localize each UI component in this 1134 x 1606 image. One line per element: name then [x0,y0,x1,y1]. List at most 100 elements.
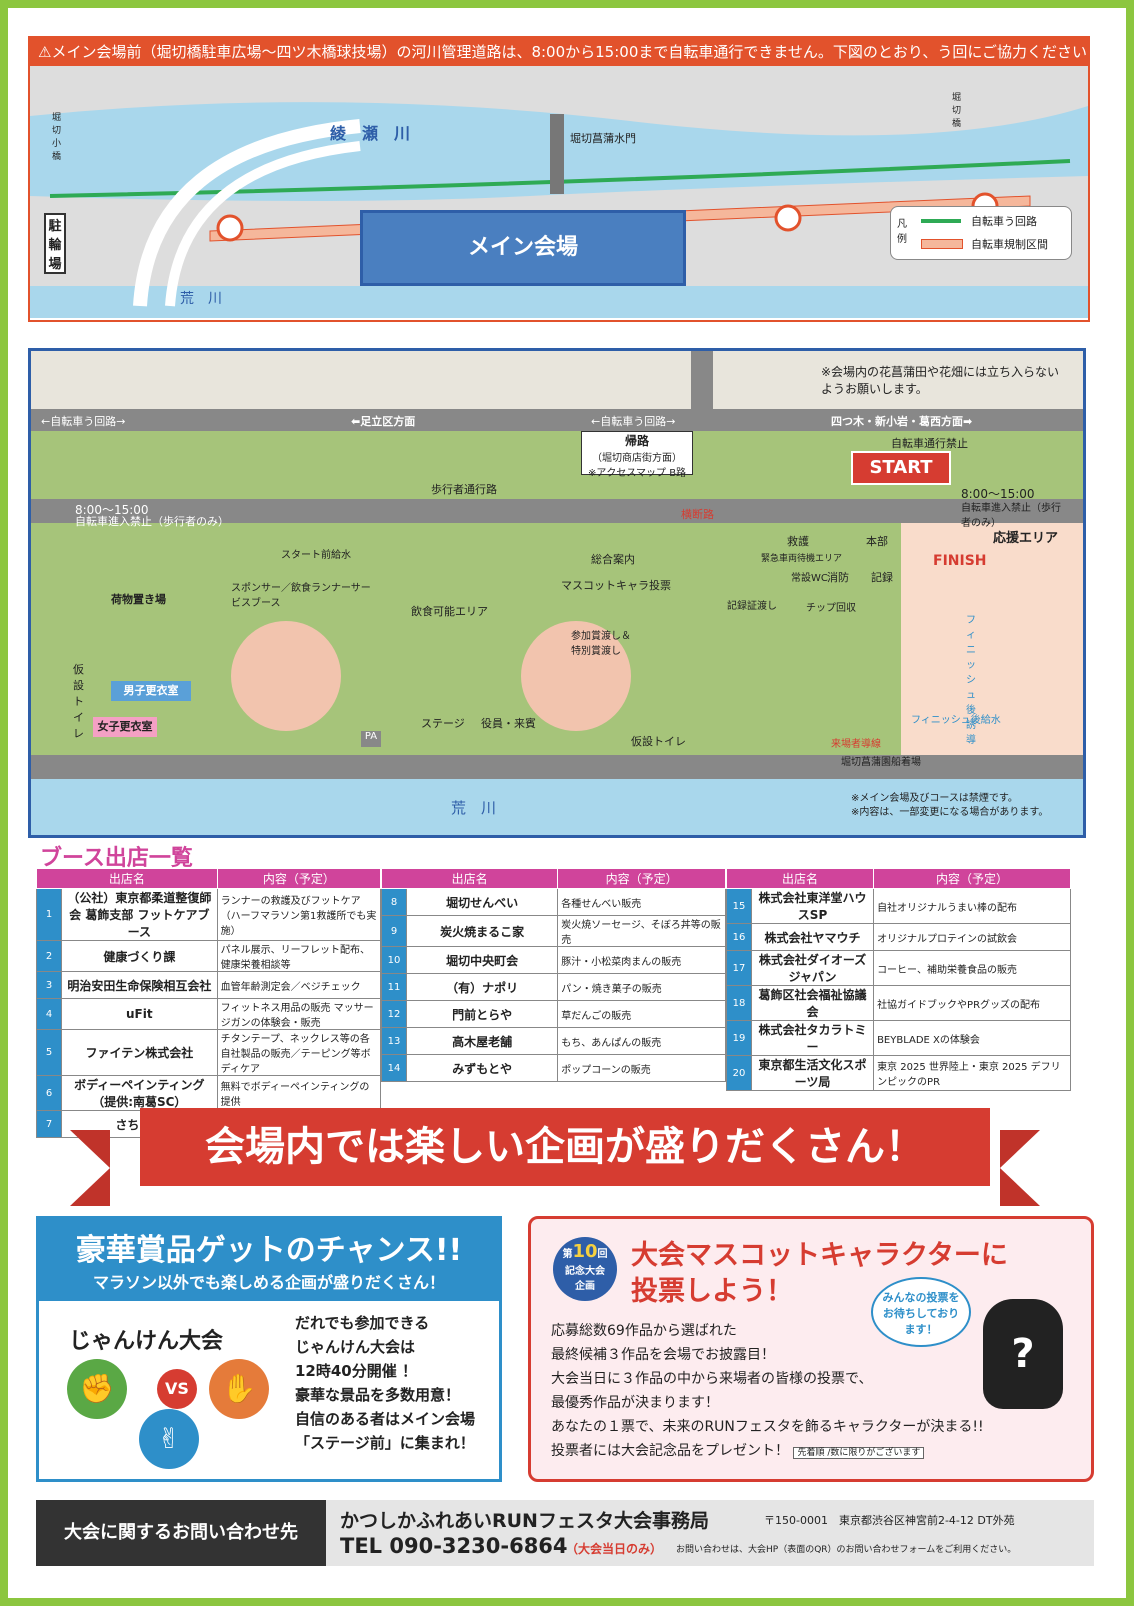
mascot-line: 投票者には大会記念品をプレゼント！ [551,1443,789,1459]
note-bottom-2: ※内容は、一部変更になる場合があります。 [851,807,1049,818]
header-desc: 内容（予定） [873,868,1071,889]
road-top [31,409,1083,431]
gate-label: 堀切菖蒲水門 [570,132,636,145]
food-area-label: 飲食可能エリア [411,605,488,618]
detour-warning-header: ⚠メイン会場前（堀切橋駐車広場～四ツ木橋球技場）の河川管理道路は、8:00から1… [30,38,1088,66]
arakawa-label: 荒 川 [451,799,497,817]
janken-text: だれでも参加できる じゃんけん大会は 12時40分開催 ！ 豪華な景品を多数用意… [295,1311,475,1455]
mascot-text: 応募総数69作品から選ばれた 最終候補３作品を会場でお披露目！ 大会当日に３作品… [551,1319,984,1465]
return-note: ※アクセスマップ B路 [587,468,687,479]
note-top: ※会場内の花菖蒲田や花畑には立ち入らないようお願いします。 [821,365,1060,396]
booth-desc: オリジナルプロテインの試飲会 [873,923,1071,951]
janken-line: じゃんけん大会は [295,1338,416,1356]
booth-name: （有）ナポリ [405,973,559,1001]
booth-desc: フィットネス用品の販売 マッサージガンの体験会・販売 [216,998,382,1030]
janken-line: 自信のある者はメイン会場 [295,1410,476,1428]
award-label: 参加賞渡し＆特別賞渡し [571,631,631,657]
mascot-title-2: 投票しよう！ [631,1276,793,1307]
time-left: 8:00～15:00 [75,503,149,517]
adachi-direction: ⬅足立区方面 [351,415,416,428]
booth-name: （公社）東京都柔道整復師会 葛飾支部 フットケアブース [61,888,218,941]
booth-desc: ランナーの救護及びフットケア（ハーフマラソン第1救護所でも実施） [216,888,382,941]
visitor-route-label: 来場者導線 [831,739,881,750]
speech-bubble: みんなの投票をお待ちしております！ [871,1277,971,1347]
no-bike-icon [774,204,802,232]
record-label: 記録 [871,571,893,584]
booth-name: 株式会社ダイオーズジャパン [750,950,875,986]
booth-desc: 自社オリジナルうまい棒の配布 [873,888,1071,924]
booth-desc: 血管年齢測定会／ベジチェック [216,971,382,999]
mascot-line: あなたの１票で、未来のRUNフェスタを飾るキャラクターが決まる!! [551,1419,984,1435]
ribbon-tail-left [70,1130,110,1206]
record-hand-label: 記録証渡し [727,601,777,612]
booth-name: みずもとや [405,1054,559,1082]
luggage-label: 荷物置き場 [111,593,166,606]
booth-number: 19 [726,1020,752,1056]
ribbon-tail-right [1000,1130,1040,1206]
table-row: 1（公社）東京都柔道整復師会 葛飾支部 フットケアブースランナーの救護及びフット… [36,888,382,941]
booth-number: 2 [36,940,62,972]
prize-subtitle: マラソン以外でも楽しめる企画が盛りだくさん！ [92,1273,445,1292]
booth-name: ボディーペインティング（提供:南葛SC） [61,1075,218,1111]
rescue-label: 救護 [787,535,809,548]
mens-room: 男子更衣室 [111,681,191,701]
booth-name: 堀切中央町会 [405,946,559,974]
bridge-left-label: 堀切小橋 [52,113,62,162]
top-area [31,351,1083,409]
booth-desc: BEYBLADE Xの体験会 [873,1020,1071,1056]
header-name: 出店名 [380,868,559,889]
sponsor-label: スポンサー／飲食ランナーサービスブース [231,583,371,609]
prize-title: 豪華賞品ゲットのチャンス!! [75,1233,463,1268]
stage-label: ステージ [421,717,465,730]
yotsugi-direction: 四つ木・新小岩・葛西方面➡ [831,415,973,428]
booth-desc: 無料でボディーペインティングの提供 [216,1075,382,1111]
booth-list-title: ブース出店一覧 [40,846,193,871]
booth-number: 10 [381,946,407,974]
booth-number: 7 [36,1110,62,1138]
booth-name: 堀切せんべい [405,888,559,916]
booth-number: 8 [381,888,407,916]
booth-desc: パン・焼き菓子の販売 [557,973,726,1001]
booth-desc: パネル展示、リーフレット配布、健康栄養相談等 [216,940,382,972]
booth-name: 株式会社東洋堂ハウスSP [750,888,875,924]
contact-label: 大会に関するお問い合わせ先 [36,1500,326,1566]
return-sub: （堀切商店街方面） [592,453,682,464]
tel-note: （大会当日のみ） [566,1542,663,1556]
bike-parking-label: 駐輪場 [44,213,66,274]
cheer-label: 応援エリア [993,531,1059,546]
office-tel[interactable]: TEL 090-3230-6864 [340,1534,568,1558]
mascot-vote-label: マスコットキャラ投票 [561,579,671,592]
finish-guide-label: フィニッシュ後誘導 [966,615,976,746]
detour-left: ←自転車う回路→ [41,415,126,428]
janken-line: だれでも参加できる [295,1314,430,1332]
header-desc: 内容（予定） [216,868,382,889]
wc-label: 常設WC [791,573,828,584]
booth-number: 16 [726,923,752,951]
arakawa-river [31,779,1083,835]
janken-panel: 豪華賞品ゲットのチャンス!! マラソン以外でも楽しめる企画が盛りだくさん！ じゃ… [36,1216,502,1482]
womens-room: 女子更衣室 [93,717,157,737]
badge-top: 第 [562,1249,573,1260]
badge-unit: 回 [597,1249,608,1260]
booth-name: 健康づくり課 [61,940,218,972]
road-bottom [31,755,1083,779]
booth-number: 3 [36,971,62,999]
field-right [521,621,631,731]
booth-number: 12 [381,1000,407,1028]
scissors-icon: ✌ [139,1409,199,1469]
rock-icon: ✊ [67,1359,127,1419]
return-route-box: 帰路 （堀切商店街方面） ※アクセスマップ B路 [581,431,693,479]
cheer-area [901,523,1083,755]
walk-label: 歩行者通行路 [431,483,497,496]
booth-desc: 炭火焼ソーセージ、そぼろ丼等の販売 [557,915,726,947]
note-bottom-1: ※メイン会場及びコースは禁煙です。 [851,793,1018,804]
paper-icon: ✋ [209,1359,269,1419]
